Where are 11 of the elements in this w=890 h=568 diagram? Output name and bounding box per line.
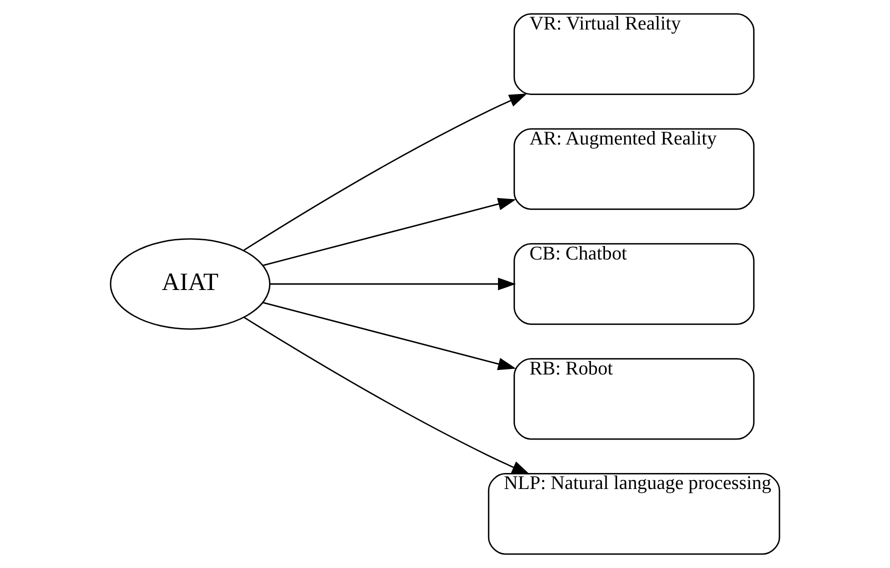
arrow xyxy=(262,198,516,266)
node-box: AR: Augmented Reality xyxy=(514,128,755,210)
node-ellipse: AIAT xyxy=(110,238,270,330)
node-box: CB: Chatbot xyxy=(514,243,755,325)
arrow xyxy=(244,316,530,474)
node-box: NLP: Natural language processing xyxy=(488,473,780,555)
arrow xyxy=(244,94,528,251)
arrow xyxy=(262,302,516,370)
node-box: VR: Virtual Reality xyxy=(514,13,755,95)
node-box: RB: Robot xyxy=(514,358,755,440)
arrow xyxy=(270,278,516,290)
